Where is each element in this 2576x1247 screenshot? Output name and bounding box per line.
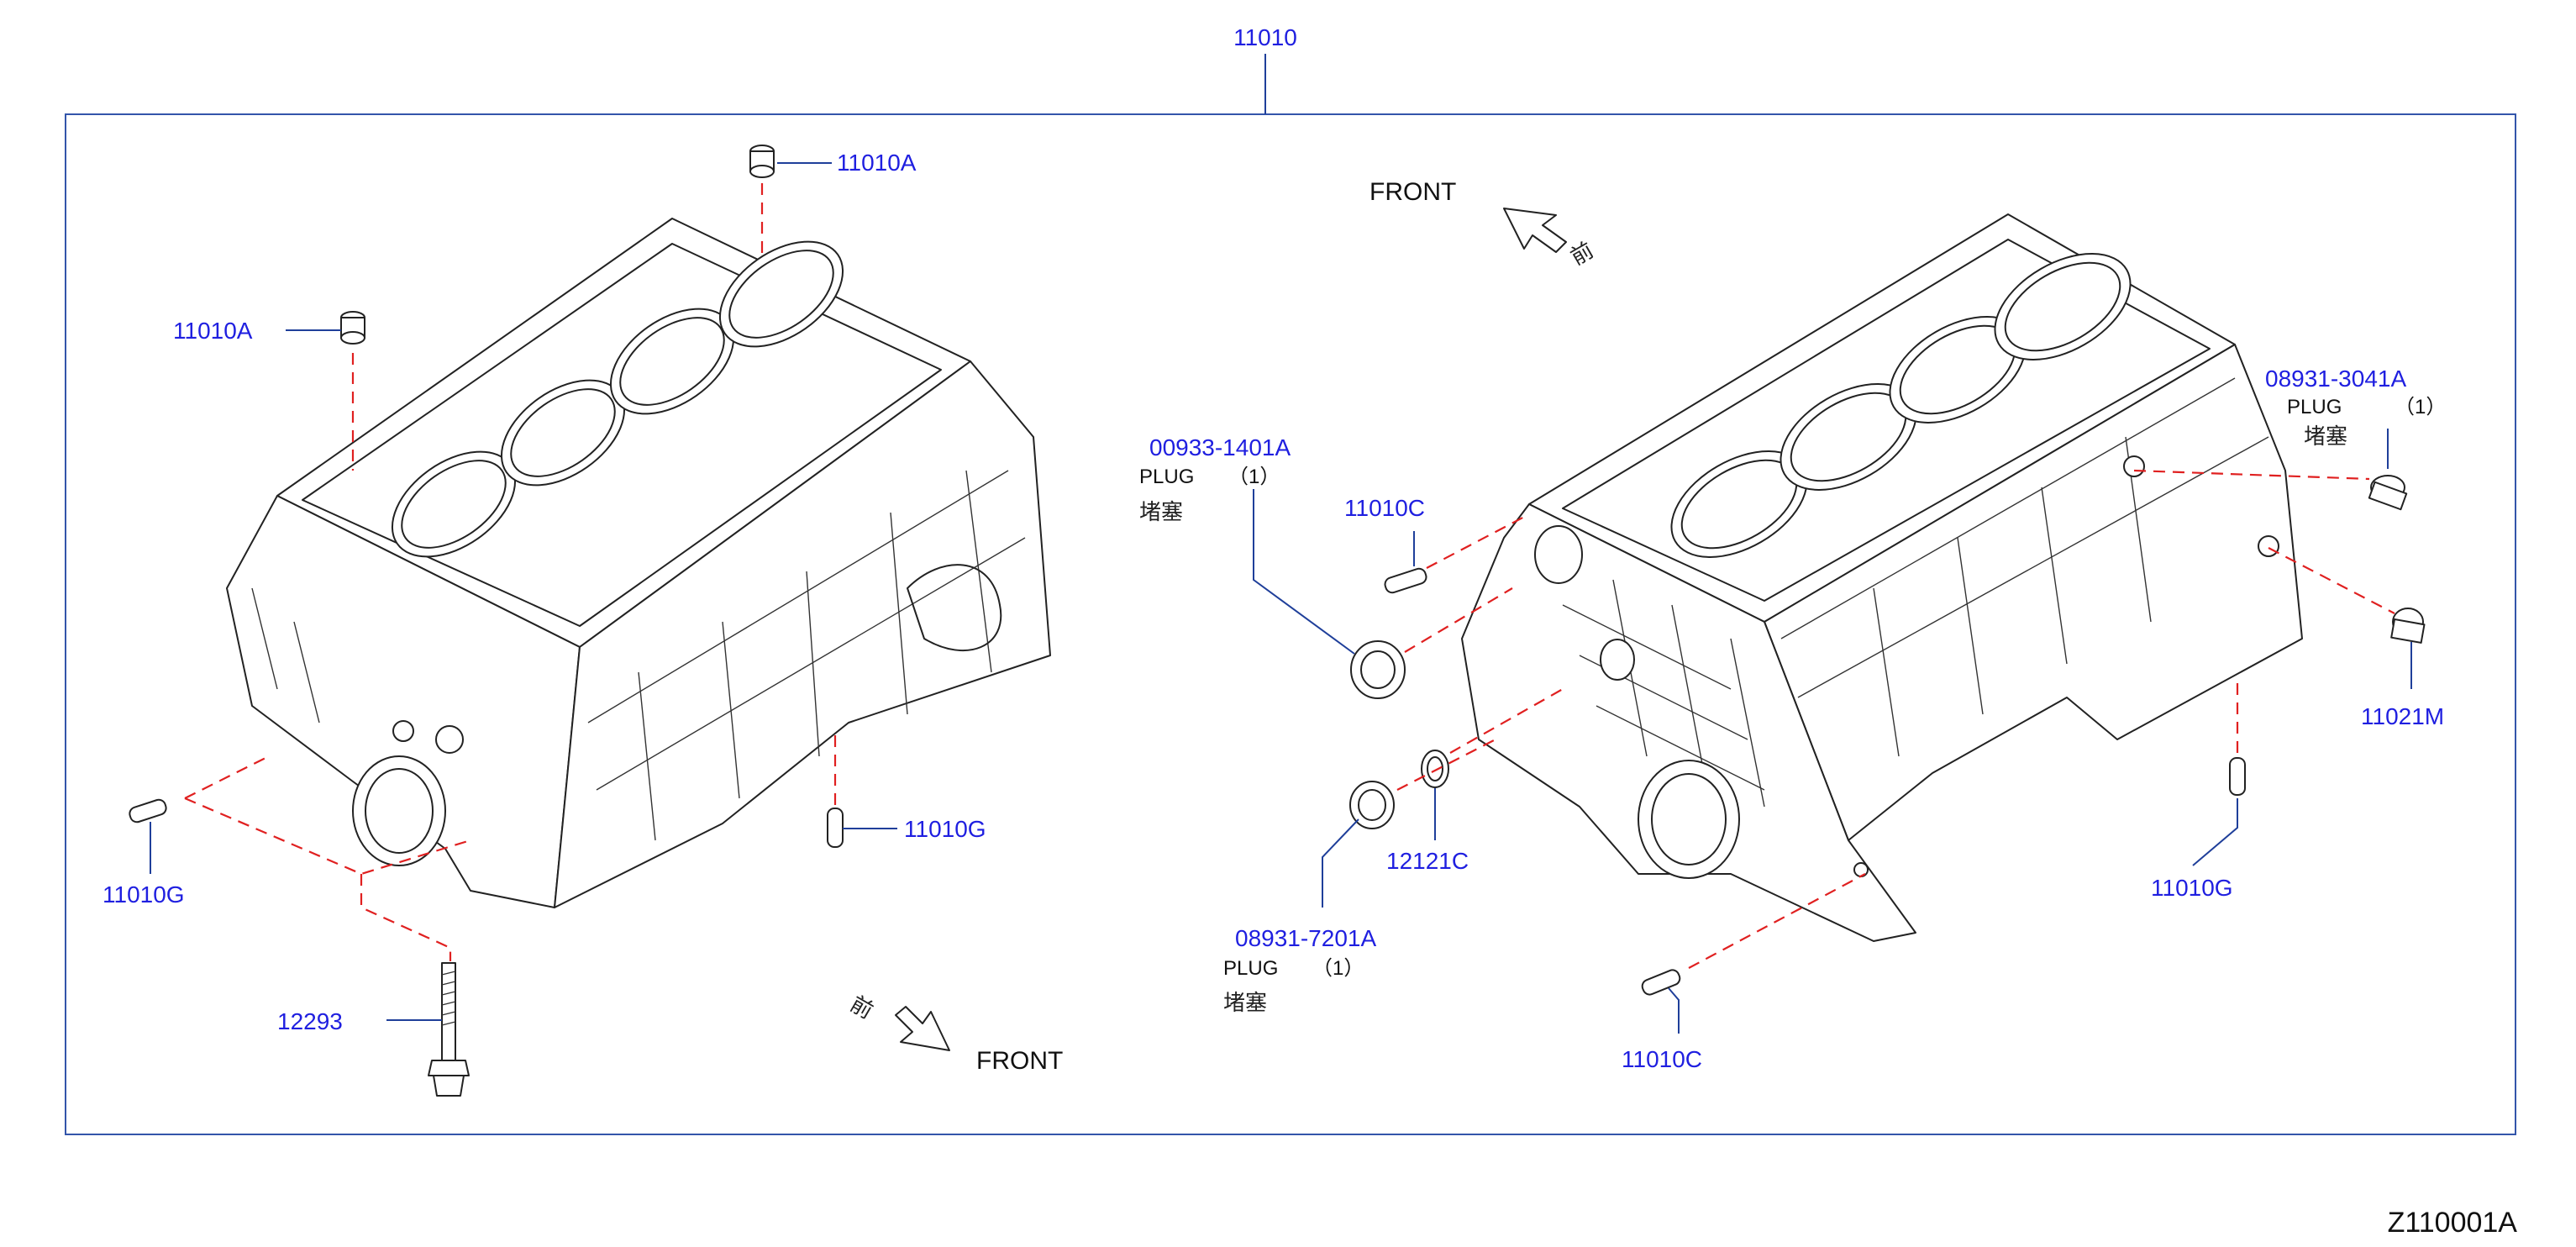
front-arrow-bottom-icon	[895, 1006, 950, 1051]
callout-11010C-upper[interactable]: 11010C	[1344, 495, 1425, 521]
callout-08931-7201A-qty: （1）	[1312, 957, 1364, 980]
front-cjk-bottom: 前	[846, 992, 878, 1024]
front-cjk-top: 前	[1567, 238, 1599, 271]
front-label-top: FRONT	[1369, 178, 1456, 206]
callout-00933-1401A-cjk: 堵塞	[1139, 500, 1183, 525]
front-arrow-top-icon	[1503, 208, 1567, 253]
callout-11010C-lower[interactable]: 11010C	[1622, 1046, 1702, 1072]
small-parts	[129, 145, 2426, 1097]
callout-00933-1401A-qty: （1）	[1228, 466, 1280, 488]
cylinder-block-left	[226, 218, 1051, 908]
leader-lines	[150, 162, 2412, 1034]
callout-00933-1401A-desc: PLUG	[1139, 466, 1194, 488]
front-indicator-bottom: 前 FRONT	[846, 992, 1064, 1075]
callout-00933-1401A[interactable]: 00933-1401A	[1149, 434, 1291, 460]
callout-11010G-mid[interactable]: 11010G	[904, 816, 986, 842]
callout-08931-7201A-desc: PLUG	[1223, 957, 1278, 980]
callout-11010A-top[interactable]: 11010A	[837, 150, 917, 176]
callout-08931-7201A-cjk: 堵塞	[1223, 991, 1267, 1016]
callout-08931-3041A-qty: （1）	[2395, 396, 2446, 418]
callout-08931-3041A-desc: PLUG	[2287, 396, 2342, 418]
callout-11010G-right[interactable]: 11010G	[2151, 875, 2233, 901]
callout-08931-3041A[interactable]: 08931-3041A	[2265, 366, 2406, 392]
callout-12293[interactable]: 12293	[277, 1008, 343, 1034]
callout-11010A-left[interactable]: 11010A	[173, 318, 253, 344]
callout-08931-7201A[interactable]: 08931-7201A	[1235, 925, 1376, 951]
callout-11021M[interactable]: 11021M	[2361, 703, 2444, 729]
front-indicator-top: FRONT 前	[1369, 178, 1598, 271]
diagram-ref-code: Z110001A	[2388, 1207, 2518, 1239]
main-part-number[interactable]: 11010	[1233, 24, 1297, 50]
assembly-frame	[65, 113, 2516, 1135]
alignment-lines	[184, 183, 2395, 969]
callout-11010G-left[interactable]: 11010G	[103, 881, 185, 908]
cylinder-block-right	[1461, 213, 2303, 942]
callout-08931-3041A-cjk: 堵塞	[2304, 424, 2347, 450]
front-label-bottom: FRONT	[976, 1047, 1063, 1075]
callout-12121C[interactable]: 12121C	[1386, 848, 1469, 874]
